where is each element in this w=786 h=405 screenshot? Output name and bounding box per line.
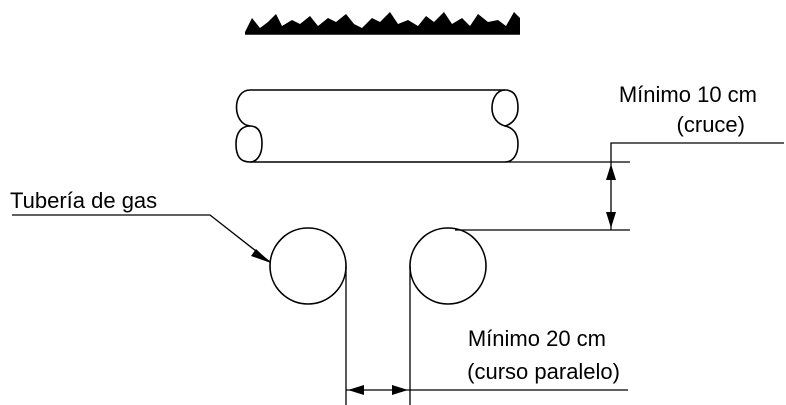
crossing-label-line1: Mínimo 10 cm — [619, 82, 757, 107]
parallel-label-line1: Mínimo 20 cm — [468, 326, 606, 351]
crossing-dimension — [606, 152, 616, 230]
gas-pipe-left-section — [269, 227, 347, 305]
ground-surface — [245, 12, 520, 35]
parallel-label-line2: (curso paralelo) — [467, 359, 620, 384]
crossing-label-line2: (cruce) — [677, 112, 745, 137]
crossing-pipe — [235, 89, 519, 163]
gas-pipe-label: Tubería de gas — [10, 188, 157, 213]
gas-pipe-right-section — [409, 227, 487, 305]
parallel-dimension — [346, 385, 410, 395]
gas-pipe-leader — [12, 214, 271, 263]
crossing-label-leader — [610, 142, 784, 152]
